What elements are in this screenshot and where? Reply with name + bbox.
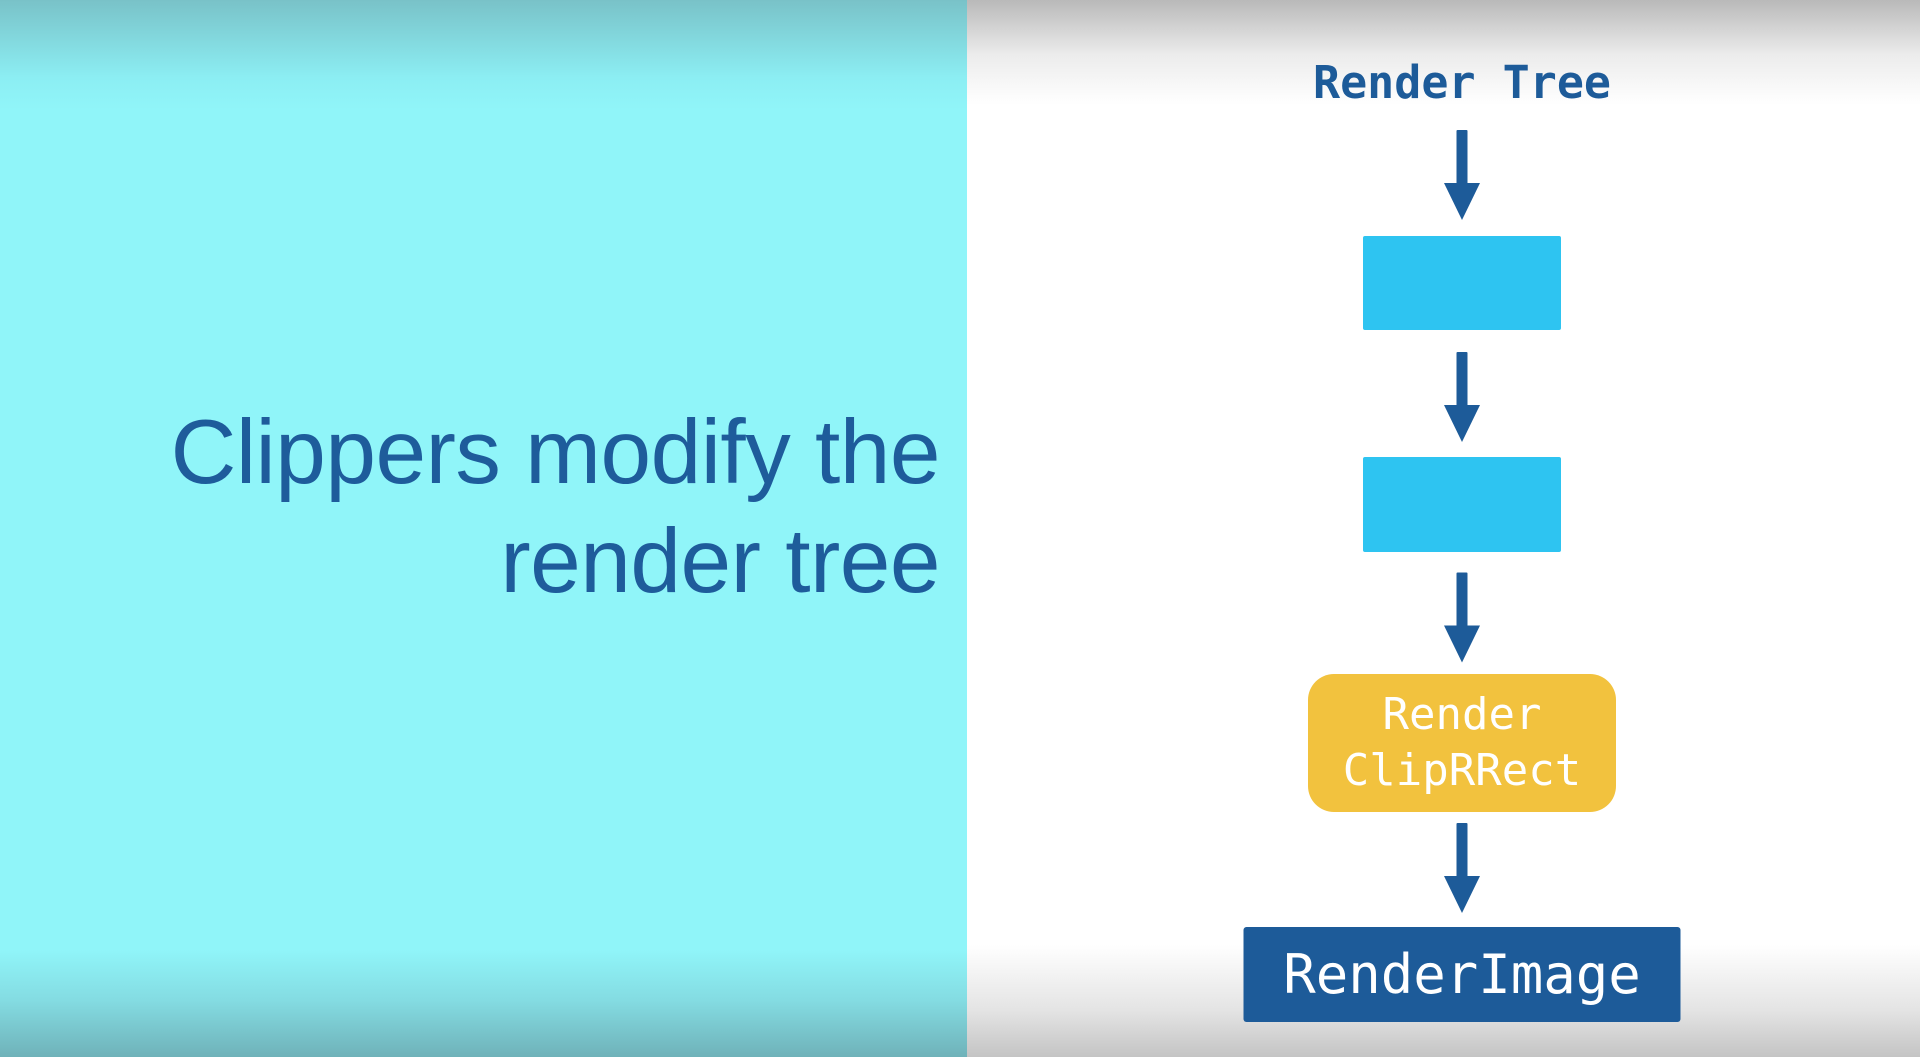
diagram-title: Render Tree xyxy=(1312,56,1612,109)
slide-title-line-2: render tree xyxy=(500,511,940,612)
render-image-node: RenderImage xyxy=(1243,927,1681,1022)
cliprrect-label-line-1: Render xyxy=(1382,689,1542,740)
slide-title: Clippers modify the render tree xyxy=(170,398,941,616)
down-arrow-icon xyxy=(1444,130,1480,220)
down-arrow-icon xyxy=(1444,823,1480,913)
down-arrow-icon xyxy=(1444,572,1480,663)
render-image-label: RenderImage xyxy=(1283,942,1641,1006)
render-node-2 xyxy=(1363,457,1561,552)
down-arrow-icon xyxy=(1444,352,1480,442)
slide-title-line-1: Clippers modify the xyxy=(170,402,941,503)
left-panel: Clippers modify the render tree xyxy=(0,0,967,1057)
render-node-1 xyxy=(1363,236,1561,330)
render-cliprrect-node: Render ClipRRect xyxy=(1308,674,1616,812)
cliprrect-label-line-2: ClipRRect xyxy=(1342,745,1582,796)
diagram-panel: Render Tree Render ClipRRect xyxy=(967,0,1920,1057)
